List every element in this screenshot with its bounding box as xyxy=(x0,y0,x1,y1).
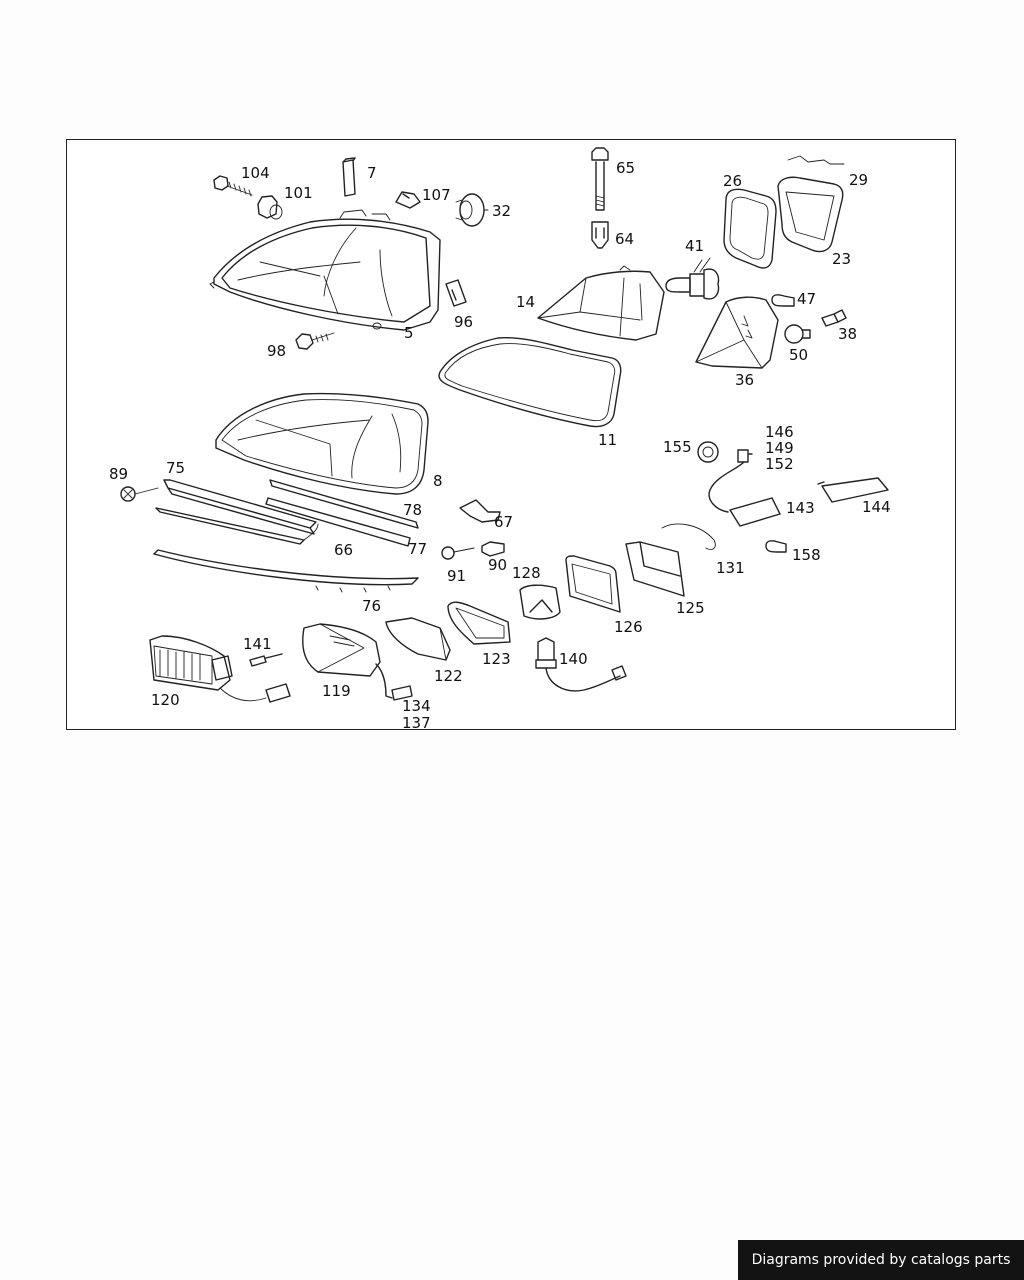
callout-65: 65 xyxy=(616,159,635,177)
part-119-fog-lamp xyxy=(302,623,413,701)
callout-122: 122 xyxy=(434,667,463,685)
callout-126: 126 xyxy=(614,618,643,636)
part-75-trim xyxy=(163,479,317,535)
callout-91: 91 xyxy=(447,567,466,585)
callout-77: 77 xyxy=(408,540,427,558)
callout-131: 131 xyxy=(716,559,745,577)
callout-123: 123 xyxy=(482,650,511,668)
callout-149: 149 xyxy=(765,439,794,457)
callout-146: 146 xyxy=(765,423,794,441)
part-66-trim xyxy=(155,507,319,545)
callout-50: 50 xyxy=(789,346,808,364)
part-64-clip xyxy=(591,221,609,249)
callout-144: 144 xyxy=(862,498,891,516)
parts-diagram: 104 7 101 107 32 65 26 29 64 23 41 14 47… xyxy=(109,147,891,732)
callout-119: 119 xyxy=(322,682,351,700)
part-141-bulb xyxy=(249,653,283,667)
callout-67: 67 xyxy=(494,513,513,531)
part-78-strip xyxy=(269,479,419,529)
callout-141: 141 xyxy=(243,635,272,653)
callout-96: 96 xyxy=(454,313,473,331)
part-38-socket xyxy=(821,309,847,327)
credit-banner: Diagrams provided by catalogs parts xyxy=(738,1240,1024,1280)
callout-8: 8 xyxy=(433,472,443,490)
part-158-bulb xyxy=(765,540,787,553)
callout-125: 125 xyxy=(676,599,705,617)
part-155-grommet xyxy=(697,441,719,463)
callout-137: 137 xyxy=(402,714,431,732)
part-125-housing xyxy=(625,541,685,597)
callout-107: 107 xyxy=(422,186,451,204)
part-143-side-marker xyxy=(729,497,781,527)
callout-32: 32 xyxy=(492,202,511,220)
part-126-gasket xyxy=(565,555,621,613)
part-140-bulb xyxy=(535,637,627,692)
callout-75: 75 xyxy=(166,459,185,477)
part-120-fog-lamp xyxy=(149,635,291,703)
callout-23: 23 xyxy=(832,250,851,268)
callout-5: 5 xyxy=(404,324,414,342)
part-77-strip xyxy=(265,497,411,547)
callout-14: 14 xyxy=(516,293,535,311)
part-67-bracket xyxy=(459,499,501,523)
part-11-seal xyxy=(438,336,622,428)
callout-36: 36 xyxy=(735,371,754,389)
callout-11: 11 xyxy=(598,431,617,449)
diagram-frame xyxy=(66,139,956,730)
part-7-pin xyxy=(342,157,356,197)
part-91-screw xyxy=(441,546,475,560)
callout-90: 90 xyxy=(488,556,507,574)
callout-29: 29 xyxy=(849,171,868,189)
callout-41: 41 xyxy=(685,237,704,255)
callout-128: 128 xyxy=(512,564,541,582)
callout-101: 101 xyxy=(284,184,313,202)
part-8-lens xyxy=(215,392,429,495)
part-123-gasket xyxy=(447,601,511,645)
part-23-reflector-housing xyxy=(777,155,845,253)
part-50-bulb xyxy=(784,324,811,344)
callout-140: 140 xyxy=(559,650,588,668)
callout-158: 158 xyxy=(792,546,821,564)
part-122-lens xyxy=(385,617,451,661)
callout-78: 78 xyxy=(403,501,422,519)
callout-76: 76 xyxy=(362,597,381,615)
callout-7: 7 xyxy=(367,164,377,182)
part-104-bolt xyxy=(213,175,253,197)
callout-64: 64 xyxy=(615,230,634,248)
callout-134: 134 xyxy=(402,697,431,715)
callout-152: 152 xyxy=(765,455,794,473)
part-98-bolt xyxy=(295,332,335,350)
part-36-indicator-lens xyxy=(695,296,779,369)
callout-47: 47 xyxy=(797,290,816,308)
part-144-side-marker xyxy=(817,477,889,503)
part-146-socket-wire xyxy=(708,449,753,513)
part-96-bracket xyxy=(445,279,467,307)
part-107-clip xyxy=(395,191,421,209)
part-128-reflector xyxy=(519,584,561,620)
part-89-screw xyxy=(120,486,159,502)
part-47-bulb xyxy=(771,294,795,307)
part-32-cap xyxy=(455,193,489,227)
part-76-strip xyxy=(153,549,419,593)
part-90-grommet xyxy=(481,541,505,557)
callout-155: 155 xyxy=(663,438,692,456)
part-5-headlight-housing xyxy=(209,209,441,331)
callout-98: 98 xyxy=(267,342,286,360)
part-131-wire xyxy=(661,523,716,551)
callout-66: 66 xyxy=(334,541,353,559)
callout-104: 104 xyxy=(241,164,270,182)
callout-38: 38 xyxy=(838,325,857,343)
part-101-nut xyxy=(257,195,283,220)
part-26-gasket xyxy=(723,188,777,269)
part-41-bulb xyxy=(665,257,720,300)
callout-26: 26 xyxy=(723,172,742,190)
part-14-reflector xyxy=(537,265,665,341)
callout-143: 143 xyxy=(786,499,815,517)
part-65-bolt xyxy=(591,147,609,211)
callout-89: 89 xyxy=(109,465,128,483)
callout-120: 120 xyxy=(151,691,180,709)
